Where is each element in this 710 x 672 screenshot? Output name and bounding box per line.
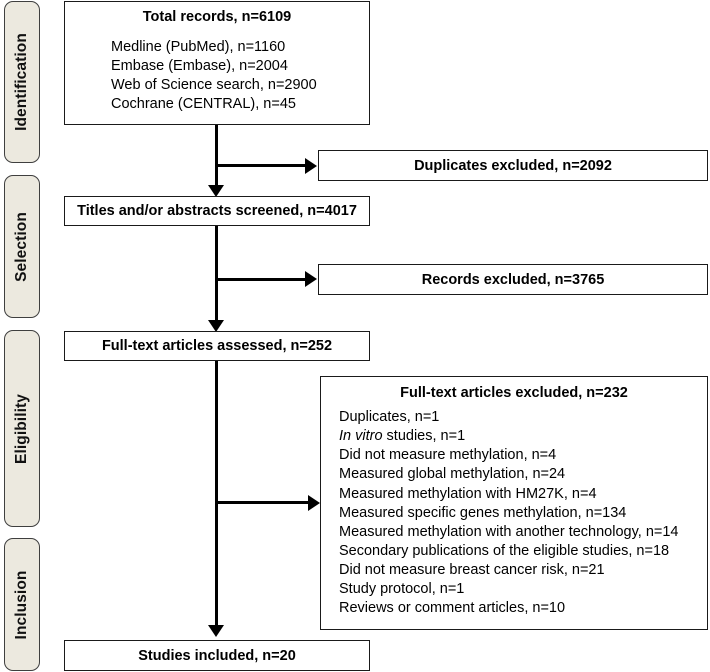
box-duplicates-excluded: Duplicates excluded, n=2092 <box>318 150 708 181</box>
source-line: Cochrane (CENTRAL), n=45 <box>111 96 296 113</box>
connector-screened-to-assessed <box>214 226 218 323</box>
arrowhead-to-records-excluded <box>305 271 317 288</box>
source-line: Medline (PubMed), n=1160 <box>111 39 286 55</box>
box-records-excluded: Records excluded, n=3765 <box>318 264 708 295</box>
exclusion-reason-line: Duplicates, n=1 <box>339 409 440 425</box>
arrowhead-to-duplicates <box>305 157 317 174</box>
box-fulltext-excluded-title: Full-text articles excluded, n=232 <box>400 385 628 401</box>
arrowhead-to-screened <box>207 185 224 197</box>
stage-tab-selection: Selection <box>4 175 40 318</box>
connector-to-fulltext-excluded <box>216 501 311 505</box>
exclusion-reason-line: Measured methylation with another techno… <box>339 523 679 540</box>
box-studies-included-title: Studies included, n=20 <box>138 647 296 664</box>
stage-tab-identification-label: Identification <box>13 33 30 131</box>
box-fulltext-assessed: Full-text articles assessed, n=252 <box>64 331 370 361</box>
connector-to-duplicates <box>216 163 308 168</box>
box-total-records-sources: Medline (PubMed), n=1160 Embase (Embase)… <box>65 38 369 115</box>
box-total-records: Total records, n=6109 Medline (PubMed), … <box>64 1 370 125</box>
exclusion-reason-line: Measured methylation with HM27K, n=4 <box>339 485 597 502</box>
box-titles-screened-title: Titles and/or abstracts screened, n=4017 <box>77 203 357 219</box>
box-studies-included: Studies included, n=20 <box>64 640 370 671</box>
connector-records-to-screened <box>214 125 218 188</box>
exclusion-reason-italic: In vitro <box>339 428 383 445</box>
box-records-excluded-title: Records excluded, n=3765 <box>421 271 605 288</box>
exclusion-reason-line: Reviews or comment articles, n=10 <box>339 600 566 617</box>
exclusion-reason-line: In vitro studies, n=1 <box>339 428 466 445</box>
stage-tab-inclusion: Inclusion <box>4 538 40 671</box>
source-line: Web of Science search, n=2900 <box>111 77 317 94</box>
connector-to-records-excluded <box>216 277 308 281</box>
stage-tab-selection-label: Selection <box>13 211 30 282</box>
arrowhead-to-included <box>207 625 224 637</box>
exclusion-reason-line: Did not measure methylation, n=4 <box>339 447 557 464</box>
exclusion-reason-line: Measured specific genes methylation, n=1… <box>339 504 627 521</box>
exclusion-reason-line: Did not measure breast cancer risk, n=21 <box>339 562 605 578</box>
box-fulltext-excluded: Full-text articles excluded, n=232 Dupli… <box>320 376 708 630</box>
stage-tab-identification: Identification <box>4 1 40 163</box>
box-duplicates-excluded-title: Duplicates excluded, n=2092 <box>414 157 612 174</box>
box-total-records-title: Total records, n=6109 <box>142 9 292 25</box>
exclusion-reason-line: Study protocol, n=1 <box>339 581 465 598</box>
source-line: Embase (Embase), n=2004 <box>111 58 288 75</box>
arrowhead-to-assessed <box>207 320 224 332</box>
box-titles-screened: Titles and/or abstracts screened, n=4017 <box>64 196 370 226</box>
stage-tab-eligibility-label: Eligibility <box>13 393 30 464</box>
exclusion-reason-line: Secondary publications of the eligible s… <box>339 542 670 559</box>
arrowhead-to-fulltext-excluded <box>308 494 320 511</box>
exclusion-reason-line: Measured global methylation, n=24 <box>339 466 566 483</box>
box-fulltext-assessed-title: Full-text articles assessed, n=252 <box>101 338 333 354</box>
stage-tab-inclusion-label: Inclusion <box>13 570 30 639</box>
stage-tab-eligibility: Eligibility <box>4 330 40 527</box>
connector-assessed-to-included <box>214 361 218 628</box>
